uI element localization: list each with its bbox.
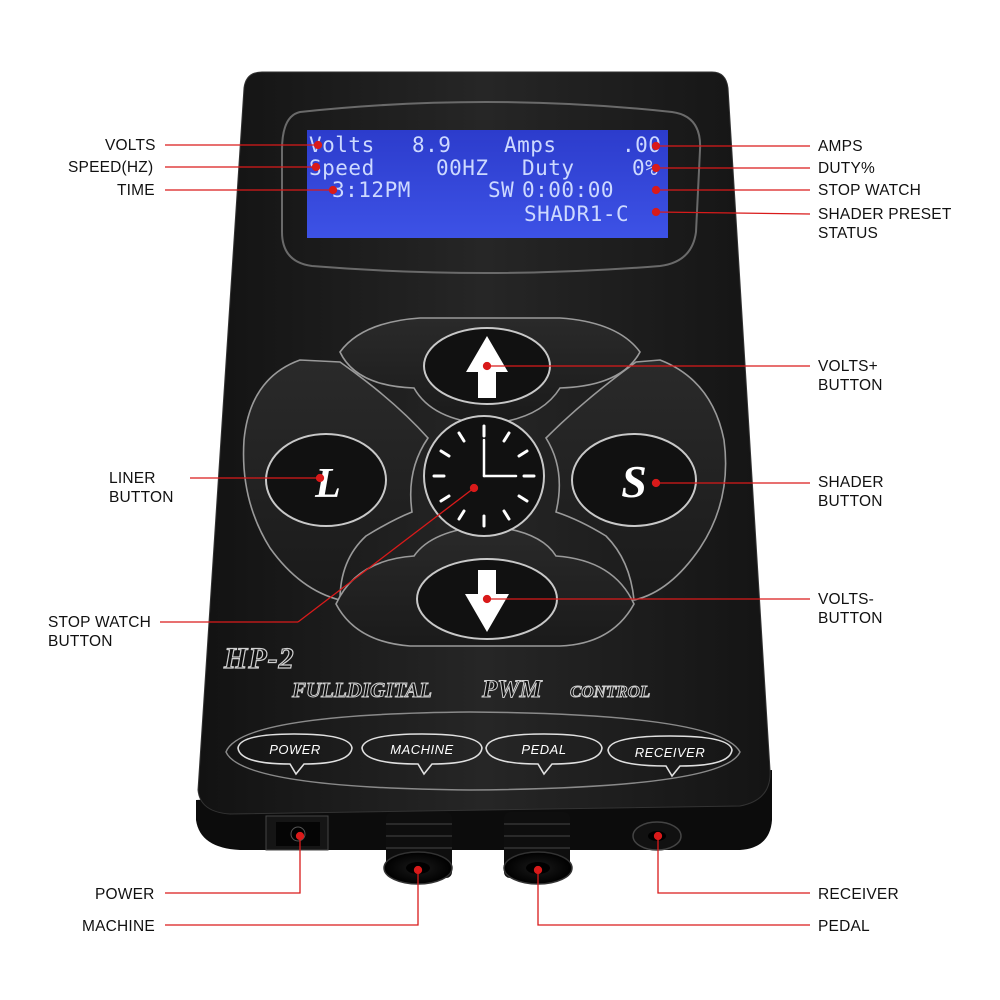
callout-time: TIME <box>117 182 155 199</box>
callout-stop-watch: STOP WATCH <box>818 182 922 199</box>
lcd-shader-preset-status: SHADR1-C <box>524 202 629 226</box>
port-label-machine: MACHINE <box>361 733 483 776</box>
callout-machine: MACHINE <box>82 918 155 935</box>
callout-duty: DUTY% <box>818 160 875 177</box>
svg-text:PEDAL: PEDAL <box>521 742 566 757</box>
liner-button[interactable] <box>265 433 387 527</box>
lcd-sw-label: SW <box>488 178 514 202</box>
callout-power: POWER <box>95 886 155 903</box>
clock-icon <box>432 424 536 528</box>
port-label-receiver: RECEIVER <box>607 735 733 778</box>
tagline-fulldigital: FULLDIGITAL <box>291 678 432 702</box>
callout-liner-2: BUTTON <box>109 489 174 506</box>
callout-shader-preset-2: STATUS <box>818 225 879 242</box>
machine-jack[interactable] <box>383 812 453 885</box>
tagline-pwm: PWM <box>481 676 543 703</box>
liner-letter: L <box>314 461 341 507</box>
tagline-control: CONTROL <box>570 682 650 701</box>
callout-volts-minus-2: BUTTON <box>818 610 883 627</box>
callout-speed: SPEED(HZ) <box>68 159 154 176</box>
tagline: FULLDIGITAL PWM CONTROL <box>291 676 651 704</box>
lcd-speed-value: 00HZ <box>436 156 489 180</box>
port-label-power: POWER <box>237 733 353 776</box>
shader-letter: S <box>621 456 647 507</box>
svg-text:POWER: POWER <box>269 742 321 757</box>
lcd-volts-value: 8.9 <box>412 133 451 157</box>
svg-text:RECEIVER: RECEIVER <box>635 745 705 760</box>
callout-shader-2: BUTTON <box>818 493 883 510</box>
leader-lines <box>160 140 811 926</box>
callout-volts-minus-1: VOLTS- <box>818 591 875 608</box>
callout-volts-plus-1: VOLTS+ <box>818 358 878 375</box>
lcd-time-value: 3:12PM <box>332 178 411 202</box>
callout-amps: AMPS <box>818 138 863 155</box>
callout-receiver: RECEIVER <box>818 886 899 903</box>
callout-liner-1: LINER <box>109 470 156 487</box>
shader-button[interactable] <box>571 433 697 527</box>
port-label-pedal: PEDAL <box>485 733 603 776</box>
lcd-duty-label: Duty <box>522 156 575 180</box>
callout-stop-watch-btn-1: STOP WATCH <box>48 614 152 631</box>
port-label-band <box>225 711 741 791</box>
lcd-bezel <box>281 101 702 274</box>
lcd-stopwatch-value: 0:00:00 <box>522 178 614 202</box>
lcd-screen <box>307 130 668 238</box>
callout-pedal: PEDAL <box>818 918 870 935</box>
callout-volts: VOLTS <box>105 137 156 154</box>
callout-shader-preset-1: SHADER PRESET <box>818 206 952 223</box>
callout-shader-1: SHADER <box>818 474 884 491</box>
callout-stop-watch-btn-2: BUTTON <box>48 633 113 650</box>
lcd-amps-label: Amps <box>504 133 557 157</box>
callout-volts-plus-2: BUTTON <box>818 377 883 394</box>
model-name: HP-2 <box>223 642 295 675</box>
svg-text:MACHINE: MACHINE <box>390 742 453 757</box>
